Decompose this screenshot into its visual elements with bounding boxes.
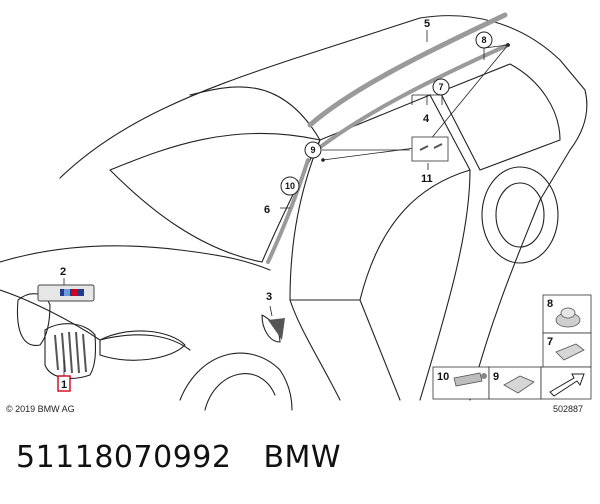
kidney-grille xyxy=(44,323,97,379)
mirror-triangle-trim xyxy=(268,318,285,340)
callout-3: 3 xyxy=(266,291,272,303)
door-line-rear xyxy=(359,299,401,401)
panel-label-7: 7 xyxy=(547,336,553,348)
callout-1-highlight: 1 xyxy=(57,375,71,392)
copyright-text: © 2019 BMW AG xyxy=(6,404,75,414)
car-roof-line xyxy=(59,15,588,401)
part-number: 51118070992 xyxy=(16,440,232,475)
roof-inner-trim xyxy=(308,43,510,157)
part-caption: 51118070992 BMW xyxy=(16,440,373,475)
forward-arrow-icon xyxy=(549,373,585,397)
front-door-window xyxy=(289,94,471,301)
c-pillar-line xyxy=(419,169,471,401)
a-pillar-trim xyxy=(266,158,310,264)
rear-wheel xyxy=(481,166,559,264)
leader-lines xyxy=(63,30,509,376)
kidney-grille-left xyxy=(16,293,51,346)
door-line-front xyxy=(289,299,341,401)
car-outline xyxy=(0,15,588,411)
emblem-badge xyxy=(37,284,95,302)
panel-label-10: 10 xyxy=(437,371,449,383)
callout-9-circle: 9 xyxy=(304,141,322,159)
callout-4: 4 xyxy=(423,113,430,125)
drawing-number: 502887 xyxy=(553,404,584,414)
roof-trim-strip xyxy=(307,12,508,128)
car-exploded-diagram: 5 8 7 4 9 11 10 6 3 2 1 xyxy=(0,12,592,411)
rear-wheel-rim xyxy=(495,182,545,248)
part-nut-icon xyxy=(555,307,581,328)
svg-text:10: 10 xyxy=(285,181,295,191)
front-wheel-arch xyxy=(179,352,293,411)
brand-name: BMW xyxy=(263,440,342,475)
panel-label-9: 9 xyxy=(493,371,499,383)
callout-5: 5 xyxy=(424,18,430,30)
roof-panel-line xyxy=(189,86,321,141)
callout-2: 2 xyxy=(60,266,66,278)
callout-8-circle: 8 xyxy=(475,31,493,49)
callout-6: 6 xyxy=(264,204,270,216)
grille-slats xyxy=(54,331,87,374)
front-wheel xyxy=(204,373,276,411)
hood-edge xyxy=(0,245,271,271)
panel-label-8: 8 xyxy=(547,298,553,310)
callout-7-circle: 7 xyxy=(432,78,450,96)
headlight xyxy=(99,330,186,361)
svg-text:1: 1 xyxy=(61,379,67,391)
clip-icons xyxy=(419,143,443,151)
part-strip-clip-icon xyxy=(453,372,487,387)
svg-text:7: 7 xyxy=(438,82,443,92)
part-clip-icon xyxy=(555,343,585,361)
part-bracket-icon xyxy=(503,375,535,394)
svg-text:8: 8 xyxy=(481,35,486,45)
clip-group-box xyxy=(411,136,449,162)
callout-10-circle: 10 xyxy=(280,176,300,196)
svg-text:9: 9 xyxy=(310,145,315,155)
callout-11: 11 xyxy=(421,173,433,185)
rear-window xyxy=(439,63,561,171)
windscreen xyxy=(109,132,321,263)
